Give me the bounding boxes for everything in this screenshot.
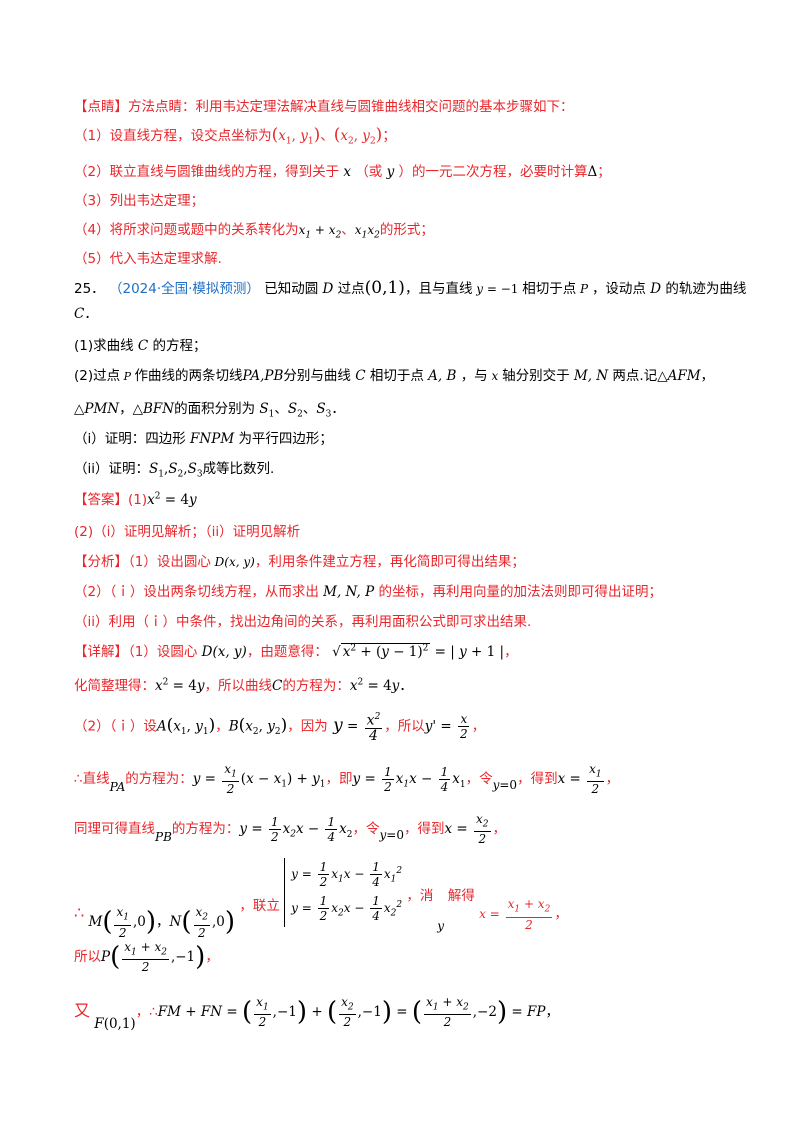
- answer-line-2: (2)（i）证明见解析；（ii）证明见解析: [74, 524, 301, 540]
- analysis-line-1: 【分析】（1）设出圆心 D(x, y)，利用条件建立方程，再化简即可得出结果；: [74, 554, 525, 570]
- problem-statement: 25． （2024·全国·模拟预测） 已知动圆 D 过点(0,1)，且与直线 y…: [74, 278, 747, 298]
- answer-label: 【答案】: [74, 492, 128, 508]
- analysis-line-3: （ii）利用（ｉ）中条件，找出边角间的关系，再利用面积公式即可求出结果.: [74, 614, 532, 630]
- question-2-i: （i）证明：四边形 FNPM 为平行四边形；: [74, 431, 333, 447]
- question-2: (2)过点 P 作曲线的两条切线PA,PB分别与曲线 C 相切于点 A, B ，…: [74, 368, 715, 384]
- dianjing-step5: （5）代入韦达定理求解.: [74, 251, 222, 267]
- problem-statement-line2: C．: [74, 306, 98, 322]
- dianjing-step2: （2）联立直线与圆锥曲线的方程，得到关于 x （或 y ）的一元二次方程，必要时…: [74, 164, 611, 180]
- detail-label: 【详解】: [74, 644, 128, 660]
- analysis-line-2: （2）（ｉ）设出两条切线方程，从而求出 M, N, P 的坐标，再利用向量的加法…: [74, 584, 662, 600]
- dianjing-step3: （3）列出韦达定理；: [74, 193, 205, 209]
- dianjing-title: 【点睛】方法点睛：利用韦达定理法解决直线与圆锥曲线相交问题的基本步骤如下：: [74, 99, 574, 115]
- dianjing-step1: （1）设直线方程，设交点坐标为(x1, y1)、(x2, y2)；: [74, 125, 396, 147]
- dianjing-step4: （4）将所求问题或题中的关系转化为x1 + x2、x1x2的形式；: [74, 222, 434, 241]
- problem-source: （2024·全国·模拟预测）: [108, 281, 260, 297]
- answer-line-1: 【答案】(1)x2 = 4y: [74, 491, 197, 509]
- question-2-ii: （ii）证明：S1,S2,S3成等比数列.: [74, 461, 275, 480]
- question-2-line2: △PMN，△BFN的面积分别为 S1、S2、S3．: [74, 401, 345, 420]
- question-1: (1)求曲线 C 的方程；: [74, 338, 207, 354]
- analysis-label: 【分析】: [74, 554, 128, 570]
- detail-line-1: 【详解】（1）设圆心 D(x, y)，由题意得： √x2 + (y − 1)2 …: [74, 643, 518, 660]
- detail-line-2: 化简整理得：x2 = 4y，所以曲线C的方程为：x2 = 4y．: [74, 677, 413, 695]
